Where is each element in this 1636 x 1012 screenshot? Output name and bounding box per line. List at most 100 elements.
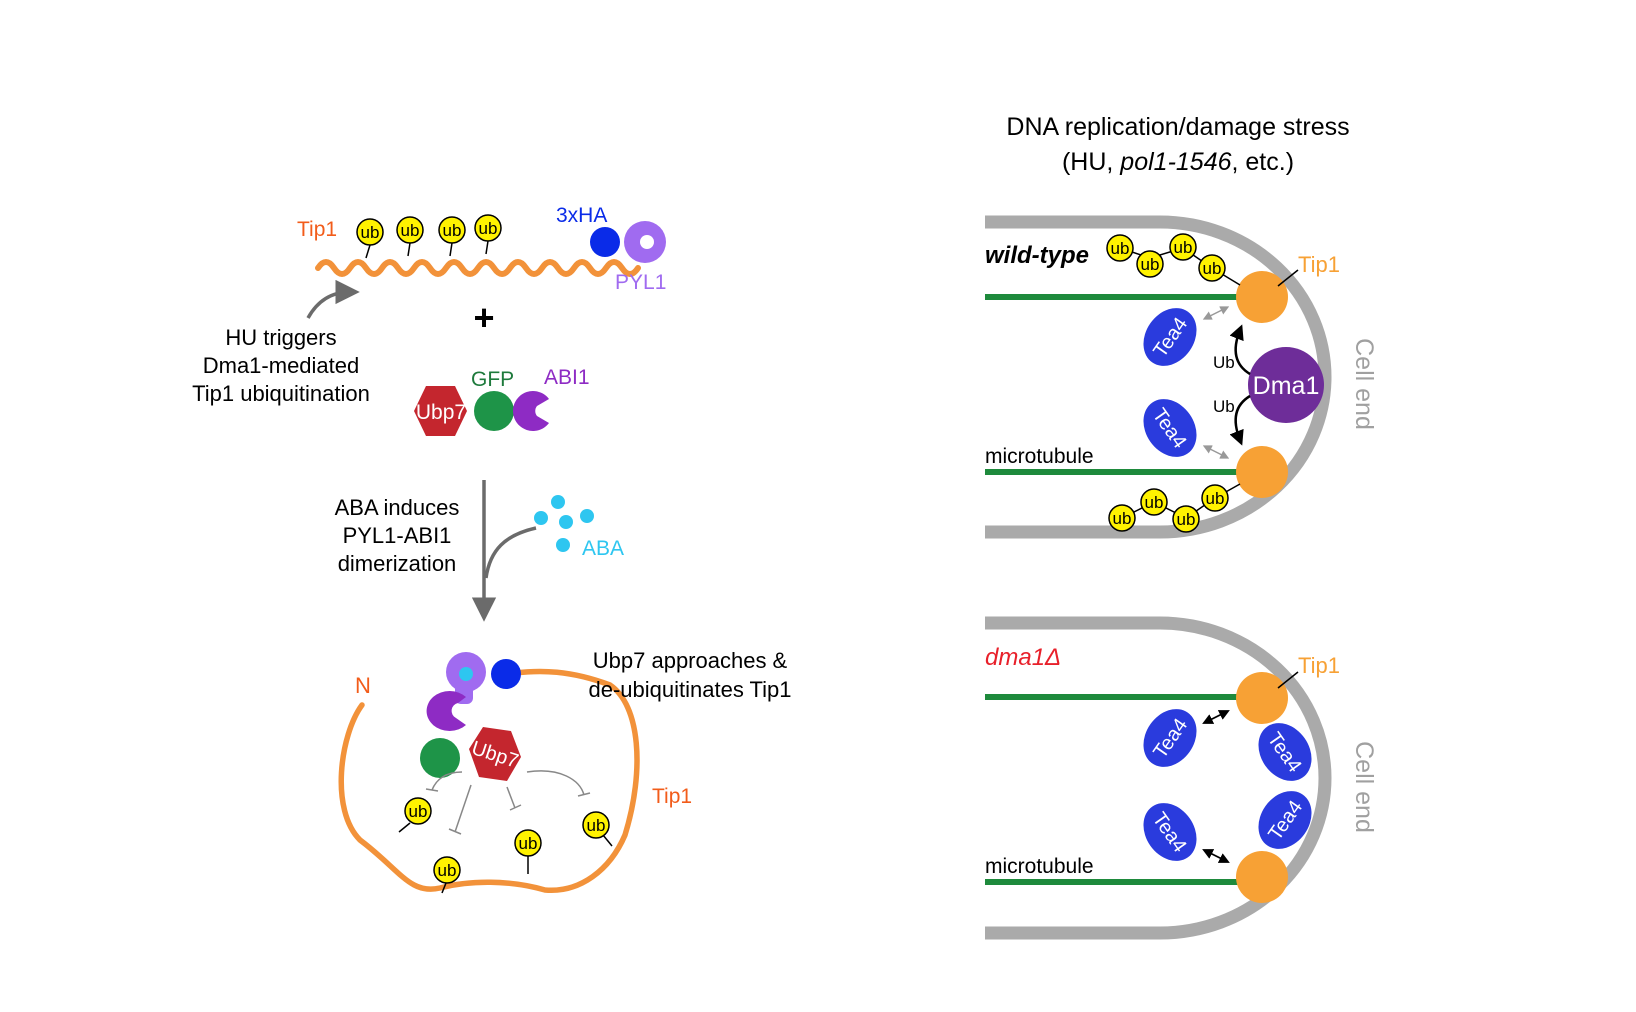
ha-tag-icon-bound: [491, 659, 521, 689]
ub-icon: ub: [1108, 504, 1136, 532]
tea4-icon: Tea4: [1258, 791, 1312, 849]
genotype-wild-type: wild-type: [985, 242, 1089, 269]
ub-icon: ub: [396, 216, 424, 257]
ub-icon: ub: [474, 214, 502, 255]
ha-label: 3xHA: [556, 204, 607, 227]
approach-text-line1: Ubp7 approaches &: [593, 648, 788, 673]
ub-arrow-label-2: Ub: [1213, 397, 1235, 416]
ub-icon: ub: [356, 218, 384, 259]
ub-icon: ub: [1172, 505, 1200, 533]
abi1-label: ABI1: [544, 366, 590, 389]
top-cell: wild-type microtubule Tip1 Cell end ub u…: [985, 215, 1378, 539]
ub-icon: ub: [1106, 234, 1134, 262]
tea4-double-arrow-bottom: [1202, 445, 1230, 459]
svg-text:ub: ub: [443, 221, 462, 240]
ub-icon: ub: [1169, 233, 1197, 261]
ub-group-top: ub ub ub ub: [356, 214, 502, 259]
svg-text:ub: ub: [1177, 510, 1196, 529]
svg-text:ub: ub: [479, 219, 498, 238]
aba-text-line3: dimerization: [338, 551, 457, 576]
ub-icon: ub: [514, 829, 542, 874]
ub-icon: ub: [433, 856, 461, 894]
ubp7-hexagon-icon: Ubp7: [414, 386, 467, 436]
ub-icon: ub: [1136, 250, 1164, 278]
svg-text:ub: ub: [361, 223, 380, 242]
genotype-dma1-delta: dma1Δ: [985, 644, 1061, 671]
bottom-cell: dma1Δ microtubule Tip1 Cell end Tea4 Tea…: [985, 616, 1378, 940]
dma1-label: Dma1: [1253, 372, 1320, 400]
svg-text:ub: ub: [1206, 489, 1225, 508]
right-panel: DNA replication/damage stress (HU, pol1-…: [985, 113, 1378, 940]
cell-membrane-top: [985, 215, 1332, 539]
approach-text-line2: de-ubiquitinates Tip1: [588, 677, 791, 702]
tip1-label-right-bottom: Tip1: [1298, 653, 1340, 678]
hu-text-line3: Tip1 ubiquitination: [192, 381, 370, 406]
svg-text:ub: ub: [1145, 493, 1164, 512]
dma1-icon: [1248, 347, 1324, 423]
pyl1-icon: [624, 221, 666, 263]
n-terminus-label: N: [355, 673, 371, 698]
ub-icon: ub: [438, 216, 466, 257]
ub-chain-bottom: ub ub ub ub: [1108, 483, 1241, 533]
tea4-icon: Tea4: [1143, 709, 1197, 767]
svg-text:ub: ub: [1113, 509, 1132, 528]
tip1-wavy-strand: [315, 259, 641, 277]
ubp7-bound-hexagon-icon: Ubp7: [469, 727, 521, 781]
ub-transfer-arrow-up: [1229, 324, 1251, 376]
svg-text:ub: ub: [1141, 255, 1160, 274]
aba-curve-arrow: [484, 526, 537, 579]
tea4-double-arrow-top: [1202, 306, 1230, 320]
ub-chain-top: ub ub ub ub: [1106, 233, 1241, 286]
ub-icon: ub: [398, 797, 432, 833]
aba-text-line1: ABA induces: [335, 495, 460, 520]
tip1-label-bottom: Tip1: [652, 785, 692, 808]
svg-text:ub: ub: [438, 861, 457, 880]
right-title-line2: (HU, pol1-1546, etc.): [1062, 148, 1294, 176]
left-panel: Tip1 ub ub ub ub: [192, 204, 792, 894]
pyl1-bound-icon: [446, 652, 486, 704]
svg-text:ub: ub: [587, 816, 606, 835]
plus-sign: +: [473, 297, 494, 338]
tea4-icon: Tea4: [1143, 308, 1197, 366]
abi1-icon: [513, 390, 549, 431]
tip1-label-right-top: Tip1: [1298, 252, 1340, 277]
ub-icon: ub: [1198, 254, 1226, 282]
ha-tag-icon: [590, 227, 620, 257]
tea4-icon: Tea4: [1143, 399, 1197, 457]
gfp-bound-icon: [420, 738, 460, 778]
ub-group-loop: ub ub ub ub: [398, 797, 613, 894]
microtubule-label-bottom: microtubule: [985, 855, 1094, 878]
ub-icon: ub: [1201, 484, 1229, 512]
gfp-icon: [474, 391, 514, 431]
svg-text:ub: ub: [401, 221, 420, 240]
svg-text:ub: ub: [409, 802, 428, 821]
tea4-icon: Tea4: [1258, 723, 1312, 781]
hu-arrow: [306, 279, 360, 319]
gfp-label: GFP: [471, 368, 514, 391]
tea4-double-arrow-b2: [1202, 849, 1230, 863]
aba-dots-icon: [534, 495, 594, 552]
inhibition-lines: [425, 770, 591, 835]
ub-arrow-label-1: Ub: [1213, 353, 1235, 372]
cell-membrane-bottom: [985, 616, 1332, 940]
tip1-leader-bottom: [1277, 671, 1299, 689]
ub-icon: ub: [1140, 488, 1168, 516]
cell-end-label-bottom: Cell end: [1350, 741, 1378, 833]
svg-text:ub: ub: [519, 834, 538, 853]
tip1-ball-bottom-1: [1236, 672, 1288, 724]
svg-text:ub: ub: [1111, 239, 1130, 258]
ub-icon: ub: [582, 811, 613, 847]
aba-label: ABA: [582, 537, 624, 560]
microtubule-label-top: microtubule: [985, 445, 1094, 468]
tea4-double-arrow-b1: [1202, 710, 1230, 724]
tip1-ball-top-1: [1236, 271, 1288, 323]
abi1-bound-icon: [426, 691, 466, 732]
tip1-ball-bottom-2: [1236, 851, 1288, 903]
tip1-ball-top-2: [1236, 446, 1288, 498]
hu-text-line1: HU triggers: [225, 325, 336, 350]
aba-text-line2: PYL1-ABI1: [343, 523, 452, 548]
svg-text:Ubp7: Ubp7: [416, 401, 466, 424]
tip1-label-top: Tip1: [297, 218, 337, 241]
tip1-loop: [338, 668, 640, 893]
tea4-icon: Tea4: [1143, 803, 1197, 861]
